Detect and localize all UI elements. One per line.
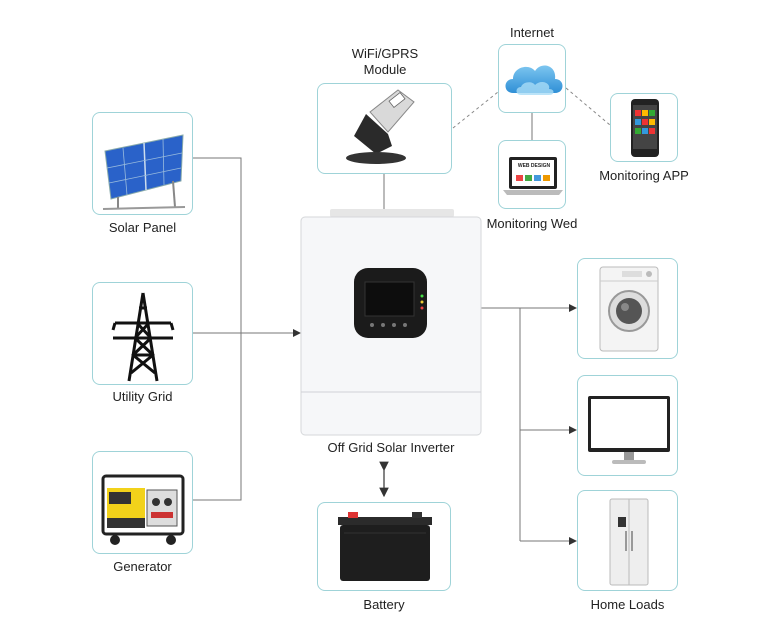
- wifi-internet-dashed: [452, 91, 499, 129]
- solar-panel-label: Solar Panel: [108, 220, 177, 235]
- web-screen-text: WEB DESIGN: [517, 163, 551, 169]
- utility-grid-label: Utility Grid: [112, 389, 173, 404]
- inverter-label: Off Grid Solar Inverter: [327, 440, 455, 455]
- utility-grid-box: [92, 282, 193, 385]
- transmission-tower-icon: [111, 292, 175, 382]
- generator-icon: [101, 474, 185, 545]
- monitoring-web-label: Monitoring Wed: [486, 216, 578, 231]
- battery-box: [317, 502, 451, 591]
- generator-label: Generator: [113, 559, 172, 574]
- generator-line: [193, 333, 242, 501]
- battery-label: Battery: [363, 597, 405, 612]
- wifi-dongle-icon: [346, 89, 415, 164]
- monitoring-web-box: WEB DESIGN: [498, 140, 566, 209]
- cloud-icon: [505, 65, 563, 95]
- wifi-module-label: WiFi/GPRS Module: [351, 46, 419, 77]
- smartphone-icon: [631, 99, 659, 157]
- monitor-icon: [588, 396, 670, 464]
- washing-machine-box: [577, 258, 678, 359]
- laptop-icon: [503, 157, 563, 195]
- generator-box: [92, 451, 193, 554]
- monitor-box: [577, 375, 678, 476]
- monitoring-app-box: [610, 93, 678, 162]
- solar-panel-box: [92, 112, 193, 215]
- internet-label: Internet: [509, 25, 555, 40]
- internet-box: [498, 44, 566, 113]
- home-loads-label: Home Loads: [590, 597, 665, 612]
- washing-machine-icon: [599, 266, 659, 352]
- battery-icon: [338, 512, 432, 581]
- solar-line: [193, 157, 242, 333]
- monitoring-app-label: Monitoring APP: [599, 168, 689, 183]
- refrigerator-box: [577, 490, 678, 591]
- wifi-module-box: [317, 83, 452, 174]
- refrigerator-icon: [609, 498, 649, 586]
- solar-panel-icon: [102, 134, 186, 210]
